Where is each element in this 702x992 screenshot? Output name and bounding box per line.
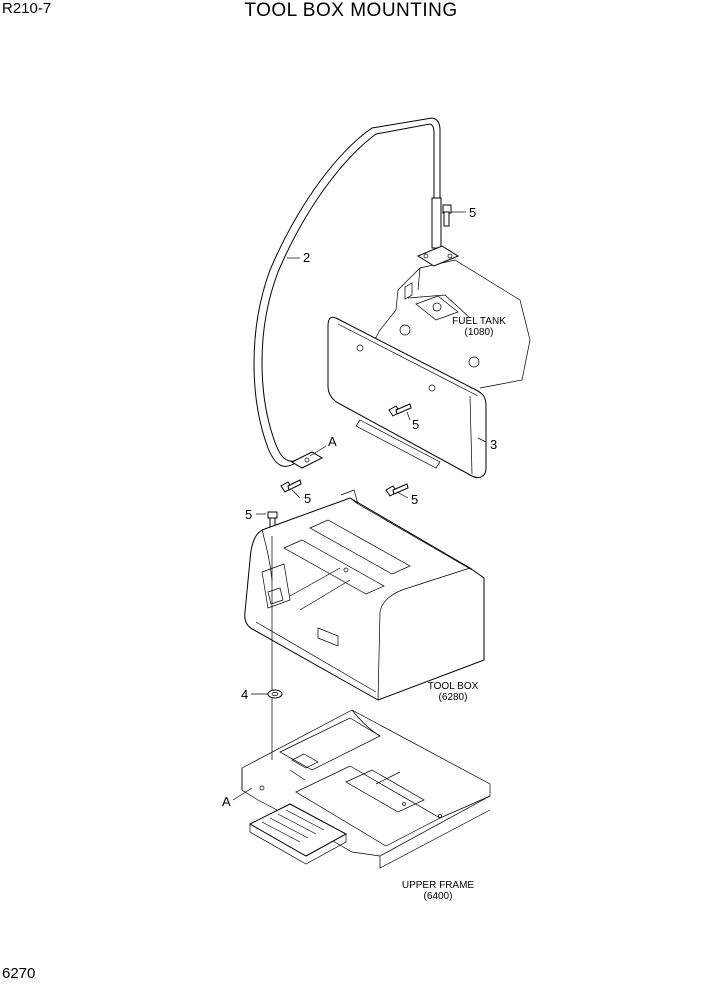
callout-4-washer: 4 (241, 687, 248, 702)
bolt-handrail-foot (280, 479, 302, 493)
callout-5-handrail-foot: 5 (304, 491, 311, 506)
upper-frame-drawing (241, 709, 491, 869)
callout-2-handrail: 2 (303, 250, 310, 265)
page-title: TOOL BOX MOUNTING (244, 0, 458, 21)
callout-5-top: 5 (469, 205, 476, 220)
page-number: 6270 (2, 965, 36, 982)
callout-a-upper: A (328, 434, 337, 449)
bolt-top-right (442, 204, 452, 227)
upper-frame-ref: (6400) (424, 891, 453, 902)
callout-3-cover: 3 (490, 437, 497, 452)
bolt-cover-upper (388, 403, 412, 417)
callout-5-cover-upper: 5 (412, 417, 419, 432)
tool-box-label: TOOL BOX (428, 681, 479, 692)
fuel-tank-drawing (371, 259, 531, 389)
cover-plate-part-3 (327, 316, 487, 479)
washer-part-4 (267, 689, 283, 699)
handrail-part-2 (253, 117, 460, 469)
leader-lines (232, 211, 487, 801)
fuel-tank-ref: (1080) (465, 327, 494, 338)
fuel-tank-label: FUEL TANK (452, 316, 506, 327)
bolt-cover-lower (385, 483, 409, 497)
callout-a-lower: A (222, 794, 231, 809)
callout-5-toolbox-bolt: 5 (245, 507, 252, 522)
callout-5-cover-lower: 5 (411, 492, 418, 507)
model-label: R210-7 (2, 0, 52, 17)
upper-frame-label: UPPER FRAME (402, 880, 475, 891)
tool-box-drawing (244, 489, 485, 701)
tool-box-ref: (6280) (439, 692, 468, 703)
